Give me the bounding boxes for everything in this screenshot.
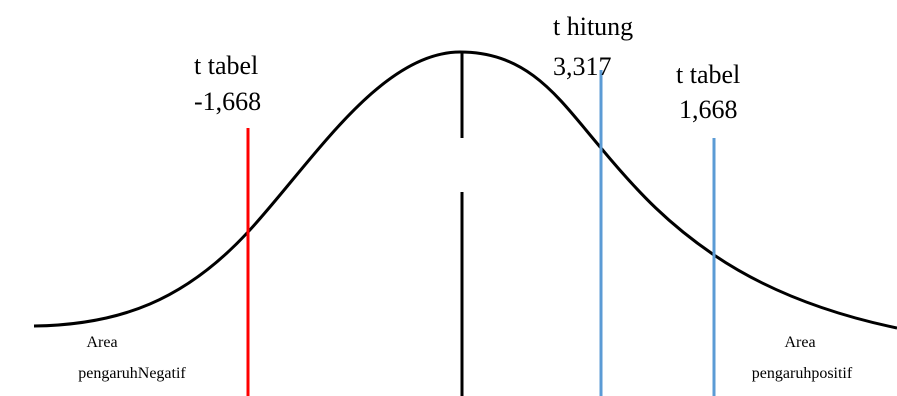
- t-hitung-value: 3,317: [553, 52, 612, 81]
- t-tabel-negative-value: -1,668: [194, 87, 261, 116]
- normal-distribution-curve: [33, 50, 897, 330]
- area-positive-label-line2: pengaruhpositif: [752, 365, 853, 382]
- t-hitung-title: t hitung: [553, 12, 633, 41]
- t-tabel-positive-value: 1,668: [679, 95, 738, 124]
- t-tabel-positive-title: t tabel: [676, 60, 740, 89]
- area-negative-label-line1: Area: [86, 334, 117, 351]
- area-negative-label-line2: pengaruhNegatif: [78, 365, 186, 382]
- area-positive-label-line1: Area: [784, 334, 815, 351]
- t-tabel-negative-title: t tabel: [194, 51, 258, 80]
